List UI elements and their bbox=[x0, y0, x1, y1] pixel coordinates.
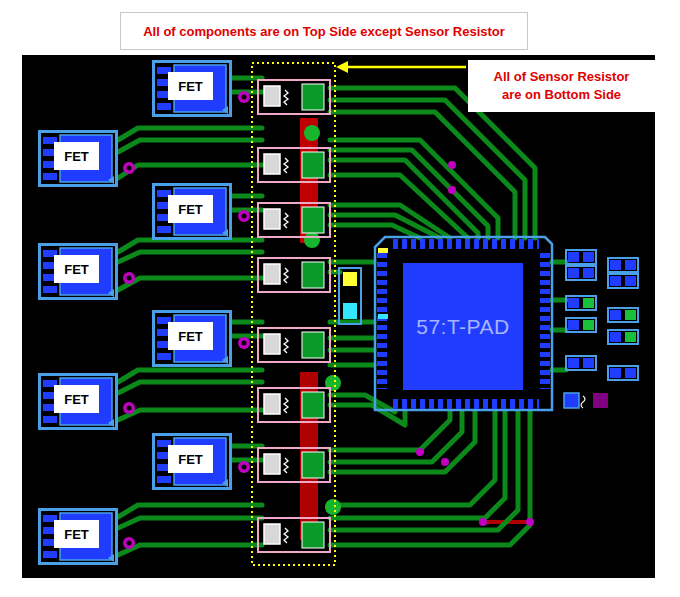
fet-label: FET bbox=[168, 195, 213, 223]
passive-footprint bbox=[564, 250, 638, 408]
arrow-head bbox=[336, 61, 348, 73]
node-text: FET bbox=[178, 79, 203, 94]
fet-label: FET bbox=[54, 142, 99, 170]
capacitor-footprint bbox=[339, 268, 361, 324]
node-text: 57:T-PAD bbox=[416, 315, 509, 339]
node-text: FET bbox=[178, 202, 203, 217]
region-outline bbox=[252, 63, 335, 565]
sensor-resistor bbox=[258, 80, 330, 552]
node-text: FET bbox=[178, 329, 203, 344]
note-banner: All of components are on Top Side except… bbox=[120, 12, 528, 50]
callout-arrow bbox=[346, 66, 466, 69]
node-text: All of components are on Top Side except… bbox=[143, 24, 505, 39]
node-text: FET bbox=[64, 527, 89, 542]
via bbox=[123, 91, 250, 549]
copper-traces bbox=[118, 78, 566, 555]
fet-label: FET bbox=[168, 322, 213, 350]
node-text: FET bbox=[64, 149, 89, 164]
node-text: FET bbox=[64, 262, 89, 277]
fet-label: FET bbox=[168, 72, 213, 100]
ic-package bbox=[375, 237, 552, 410]
node-text: FET bbox=[64, 392, 89, 407]
fet-footprint bbox=[40, 62, 231, 564]
fet-label: FET bbox=[54, 255, 99, 283]
node-text: FET bbox=[178, 452, 203, 467]
node-text: All of Sensor Resistor are on Bottom Sid… bbox=[486, 68, 638, 103]
board bbox=[22, 55, 655, 578]
thermal-pad: 57:T-PAD bbox=[403, 263, 523, 390]
fet-label: FET bbox=[54, 520, 99, 548]
fet-label: FET bbox=[168, 445, 213, 473]
fet-label: FET bbox=[54, 385, 99, 413]
callout-box: All of Sensor Resistor are on Bottom Sid… bbox=[468, 60, 655, 112]
